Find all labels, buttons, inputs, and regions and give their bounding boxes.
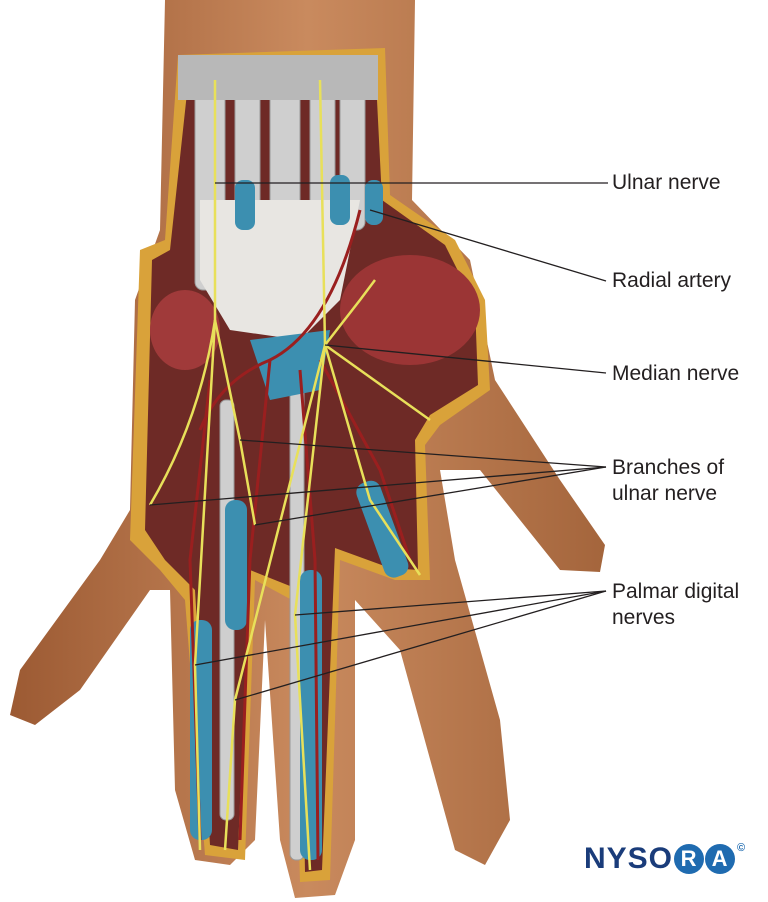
flexor-retinaculum [200,200,360,340]
leader-median-nerve [324,344,607,374]
leader-palmar-3 [294,590,607,616]
nysora-logo: NYSO R A © [584,842,746,876]
label-palmar-digital-2: nerves [612,606,676,629]
logo-text: NYSO [584,842,674,875]
leader-branches-1 [239,439,607,468]
thenar-muscle [340,255,480,365]
label-palmar-digital-1: Palmar digital [612,580,740,603]
leader-palmar-2 [234,590,607,701]
label-branches-ulnar-2: ulnar nerve [612,482,718,505]
leader-palmar-1 [194,590,607,666]
logo-circle-r: R [674,844,705,874]
logo-circle-a: A [705,844,736,874]
label-median-nerve: Median nerve [612,362,740,385]
label-ulnar-nerve: Ulnar nerve [612,171,721,194]
hypothenar-muscle [150,290,220,370]
leader-lines [149,182,608,701]
leader-branches-3 [254,466,607,526]
label-branches-ulnar-1: Branches of [612,456,725,479]
label-radial-artery: Radial artery [612,269,732,292]
copyright-symbol: © [737,842,747,854]
leader-branches-2 [149,466,607,506]
wrist-band [178,55,378,100]
leader-radial-artery [369,209,607,282]
